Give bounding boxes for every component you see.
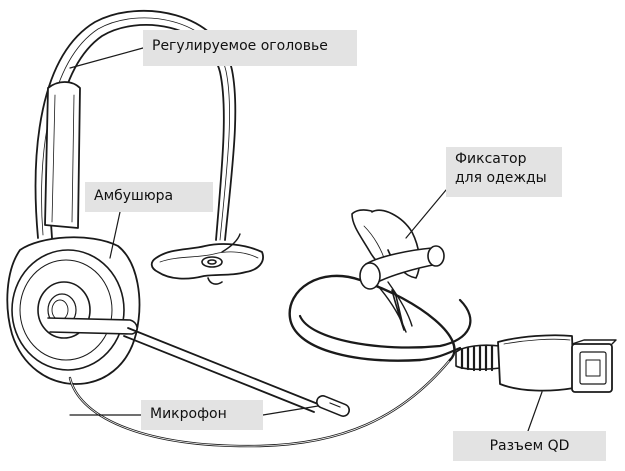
label-microphone: Микрофон xyxy=(141,400,263,430)
ear-cushion xyxy=(7,237,139,384)
label-ear-cushion: Амбушюра xyxy=(85,182,213,212)
label-headband: Регулируемое оголовье xyxy=(143,30,357,66)
clothing-clip xyxy=(352,210,444,332)
label-qd-connector: Разъем QD xyxy=(453,431,606,461)
headband-pad xyxy=(152,234,263,284)
qd-connector xyxy=(456,335,616,392)
label-clothing-clip: Фиксатор для одежды xyxy=(446,147,562,197)
leader-lines xyxy=(70,48,542,431)
